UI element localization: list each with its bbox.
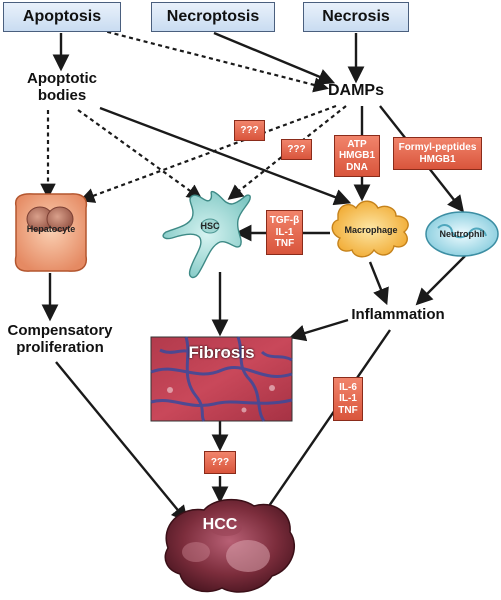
apoptotic-bodies-line2: bodies [37, 87, 87, 105]
arrow-necroptosis-to-damps [213, 31, 336, 85]
il6-text: IL-6 [339, 381, 357, 393]
arrow-damps-to-hepatocyte [79, 104, 337, 203]
hsc-cell [162, 190, 251, 279]
formyl-hmgb1-box: Formyl-peptides HMGB1 [393, 137, 482, 170]
neutrophil-label: Neutrophil [439, 229, 485, 239]
necrosis-header: Necrosis [303, 2, 409, 32]
hmgb1-text: HMGB1 [338, 150, 376, 162]
hepatocyte-label: Hepatocyte [26, 224, 76, 234]
tgf-beta-text: TGF-β [269, 215, 300, 227]
necroptosis-header: Necroptosis [151, 2, 275, 32]
atp-hmgb1-dna-box: ATP HMGB1 DNA [334, 135, 380, 177]
dna-text: DNA [346, 161, 368, 173]
hepatocyte-cell [14, 193, 88, 272]
il6-tnf-text: TNF [338, 404, 358, 416]
atp-text: ATP [347, 138, 367, 150]
arrow-bodies-to-hsc [77, 109, 203, 200]
arrow-inflammation-to-fibrosis [288, 318, 349, 342]
arrow-neutrophil-to-inflammation [415, 255, 466, 306]
formyl-peptides-text: Formyl-peptides [398, 142, 477, 153]
tgf-il1-text: IL-1 [275, 226, 294, 238]
il6-il1-text: IL-1 [339, 393, 357, 405]
apoptotic-bodies-label: Apoptotic bodies [12, 70, 112, 105]
hcc-tumor [164, 498, 295, 593]
hcc-label: HCC [202, 516, 238, 533]
unknown-box-2: ??? [281, 139, 312, 160]
arrow-proliferation-to-hcc [55, 361, 189, 523]
fibrosis-label: Fibrosis [188, 343, 255, 362]
arrow-bodies-to-macrophage [99, 106, 352, 206]
compensatory-proliferation-label: Compensatory proliferation [0, 322, 120, 357]
macrophage-cell [331, 200, 409, 258]
neutrophil-cell [425, 211, 499, 257]
formyl-hmgb1-text: HMGB1 [419, 153, 456, 165]
apoptosis-header: Apoptosis [3, 2, 121, 32]
unknown-box-3: ??? [204, 451, 236, 474]
damps-label: DAMPs [327, 82, 384, 99]
compensatory-line1: Compensatory [7, 322, 113, 339]
arrow-inflammation-to-hcc [256, 329, 391, 525]
arrow-damps-to-hsc [227, 105, 347, 200]
tgf-il1-tnf-box: TGF-β IL-1 TNF [266, 210, 303, 255]
fibrosis-image [150, 336, 293, 422]
hsc-label: HSC [200, 221, 220, 231]
tgf-tnf-text: TNF [274, 238, 295, 250]
apoptotic-bodies-line1: Apoptotic [27, 70, 97, 87]
il6-il1-tnf-box: IL-6 IL-1 TNF [333, 377, 363, 421]
unknown-box-1: ??? [234, 120, 265, 141]
macrophage-label: Macrophage [344, 225, 398, 235]
arrow-apoptosis-to-damps [99, 28, 329, 93]
inflammation-label: Inflammation [351, 306, 445, 323]
arrow-macrophage-to-inflammation [368, 261, 389, 306]
compensatory-line2: proliferation [16, 339, 104, 357]
